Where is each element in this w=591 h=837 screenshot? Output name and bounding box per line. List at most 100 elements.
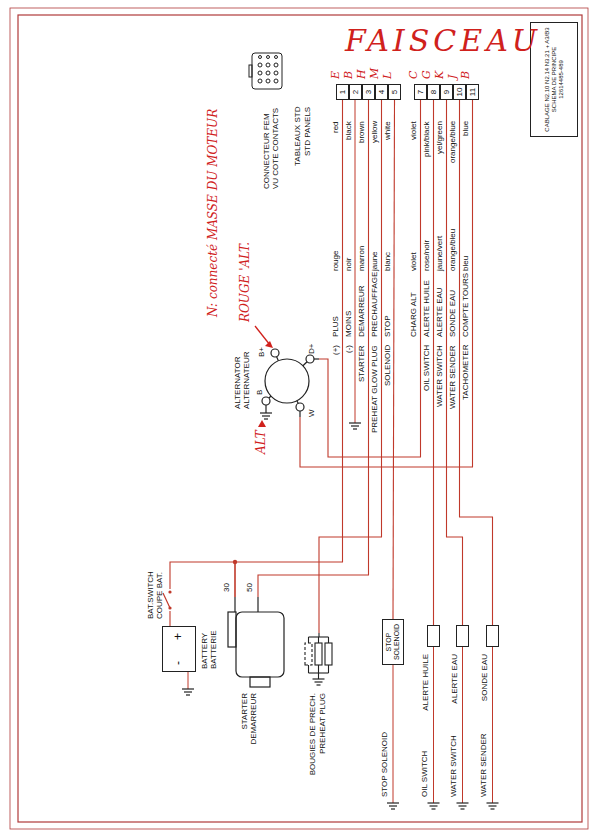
node-text: 5	[390, 90, 399, 94]
node-text: 7	[416, 90, 425, 94]
handwritten-letter: B	[343, 71, 355, 79]
annotation-arrowhead	[258, 420, 266, 427]
handwritten-note: ROUGE 'ALT.	[238, 242, 252, 322]
wire-colour-english: black	[344, 121, 353, 140]
component-label: OIL SWITCH	[420, 751, 429, 797]
wire-colour-english: yel/green	[435, 121, 444, 154]
function-english: STARTER	[357, 345, 366, 382]
glow-plug-symbols	[305, 633, 332, 679]
alternator: ALTERNATORALTERNATEURBWD+B+	[255, 343, 319, 417]
ground-symbol	[487, 803, 499, 809]
node-text: BATTERIE	[209, 630, 218, 669]
harness-wire	[433, 100, 434, 625]
wire-colour-french: blanc	[383, 252, 392, 271]
harness-wire	[235, 100, 343, 597]
connector-pin: 2	[349, 84, 362, 100]
node-text: -	[172, 661, 185, 665]
handwritten-letter: E	[330, 71, 342, 79]
ground-symbol	[428, 803, 440, 809]
node-text: SCHEMA DE PRINCIPE	[551, 47, 558, 112]
wire-colour-english: blue	[461, 121, 470, 136]
node-text: ALTERNATOR	[233, 357, 242, 409]
node-text: 8	[429, 90, 438, 94]
wire-colour-english: white	[383, 121, 392, 140]
harness-wire	[319, 100, 421, 457]
function-english: (+)	[331, 345, 340, 355]
node-text: CABLAGE N2.10 N2.14 N3.21 + A3/B3	[544, 27, 551, 131]
wire-colour-english: pink/black	[422, 121, 431, 157]
wire-colour-french: orange/bleu	[448, 229, 457, 271]
connector-pin: 4	[375, 84, 388, 100]
handwritten-letter: J	[447, 75, 459, 79]
ground-wire	[492, 647, 493, 803]
handwritten-letter: H	[356, 69, 368, 79]
starter-symbol	[228, 597, 284, 687]
connector-icon	[249, 53, 282, 89]
node-text: BOUGIES DE PRECH.	[308, 693, 317, 775]
handwritten-letter: B	[460, 71, 472, 79]
water-sender: SONDE EAU	[486, 625, 499, 647]
node-text: ALERTE HUILE	[421, 654, 430, 711]
node-text: PREHEAT PLUG	[318, 693, 327, 754]
stop-solenoid-box: STOP SOLENOID	[382, 619, 404, 665]
node-text: ALERTE EAU	[450, 654, 459, 704]
wire-colour-french: jaune/vert	[435, 236, 444, 271]
panel-heading: STD PANELS	[303, 107, 312, 156]
glow-plugs: BOUGIES DE PRECH.PREHEAT PLUG	[302, 633, 336, 669]
function-english: SOLENOID	[383, 345, 392, 386]
function-french: ALERTE EAU	[435, 287, 444, 337]
node-text: B+	[257, 347, 266, 357]
node-text: 12614485-489	[558, 60, 565, 99]
function-english: OIL SWITCH	[422, 345, 431, 391]
switch-contact	[168, 590, 171, 593]
alternator-symbol	[262, 349, 319, 417]
function-french: CHARG ALT	[409, 292, 418, 337]
function-french: ALERTE HUILE	[422, 280, 431, 337]
ground-symbol	[457, 803, 469, 809]
wire-colour-french: jaune	[370, 251, 379, 271]
node-text: 9	[442, 90, 451, 94]
node-text: 10	[455, 88, 464, 97]
node-text: 1	[338, 90, 347, 94]
oil-switch: ALERTE HUILE	[427, 625, 440, 647]
connector-pin: 7	[414, 84, 427, 100]
function-french: DEMARREUR	[357, 285, 366, 337]
connector-pin: 9	[440, 84, 453, 100]
node-text: B	[255, 390, 264, 395]
connector-note: CONNECTEUR FEM VU COTE CONTACTS	[262, 105, 280, 189]
ground-wire	[433, 647, 434, 803]
terminal-number: 50	[245, 583, 254, 592]
harness-wire	[170, 562, 235, 626]
connector-pin: 1	[336, 84, 349, 100]
sheet-border	[10, 8, 588, 829]
harness-wire	[460, 100, 493, 625]
node-text: D+	[307, 344, 316, 354]
handwritten-letter: M	[369, 68, 381, 79]
harness-wire	[355, 100, 356, 423]
battery-box: BATTERYBATTERIE-+	[162, 626, 196, 672]
connector-pin: 11	[466, 84, 479, 100]
annotation-arrowhead	[265, 341, 273, 348]
component-label: BAT.SWITCH	[146, 571, 155, 619]
connector-pin: 3	[362, 84, 375, 100]
function-french: SONDE EAU	[448, 290, 457, 337]
connector-pin: 5	[388, 84, 401, 100]
ground-symbol	[313, 679, 325, 685]
sheet-frame	[18, 15, 582, 822]
node-text: W	[307, 409, 316, 417]
harness-wire	[258, 100, 369, 597]
node-text: DEMARREUR	[249, 693, 258, 745]
wire-colour-english: brown	[357, 121, 366, 143]
harness-wire	[447, 100, 463, 625]
node-text: STARTER	[240, 693, 249, 730]
wire-colour-french: noir	[344, 258, 353, 271]
battery-switch-lever	[163, 593, 170, 608]
function-english: (-)	[344, 345, 353, 353]
wire-colour-english: red	[331, 121, 340, 133]
switch-gap	[164, 589, 176, 611]
function-english: WATER SWITCH	[435, 345, 444, 407]
wire-colour-french: violet	[409, 252, 418, 271]
handwritten-letter: C	[408, 71, 420, 79]
handwritten-note: N: connecté MASSE DU MOTEUR	[206, 109, 220, 317]
